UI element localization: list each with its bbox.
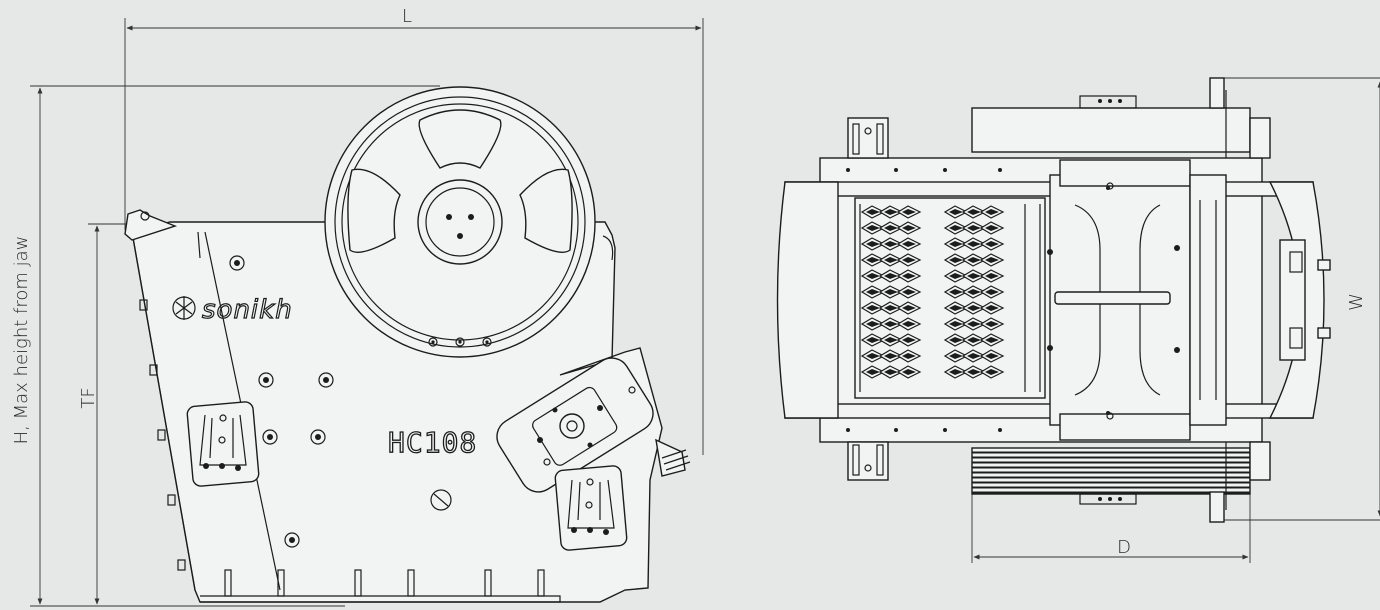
flywheel-top	[971, 107, 1251, 153]
tension-housing	[496, 357, 691, 493]
brand-logo-text: sonikh	[202, 295, 293, 325]
side-view: L H, Max height from jaw TF	[11, 6, 704, 607]
width-label: W	[1346, 293, 1367, 311]
model-number: HC108	[388, 426, 477, 459]
eccentric-shaft	[1047, 159, 1191, 441]
fixed-jaw-teeth	[861, 205, 921, 379]
frame-bolts	[846, 99, 1122, 501]
length-label: L	[402, 6, 412, 27]
feed-height-dimension: TF	[78, 223, 140, 605]
front-ribs	[139, 299, 186, 571]
mount-brackets	[847, 77, 1271, 523]
bottom-feet	[224, 569, 545, 597]
moving-jaw-teeth	[944, 205, 1004, 379]
length-dimension: L	[124, 6, 704, 455]
left-toggle-bracket	[186, 401, 260, 487]
top-view: W D	[776, 77, 1380, 563]
pulley-top	[971, 447, 1251, 495]
height-dimension: H, Max height from jaw	[11, 85, 440, 607]
brand-logo: sonikh	[172, 294, 293, 326]
width-dimension: W	[1222, 77, 1380, 521]
right-toggle-bracket	[554, 465, 628, 551]
feed-height-label: TF	[78, 387, 99, 408]
side-bolts	[229, 255, 452, 548]
height-label: H, Max height from jaw	[11, 236, 32, 445]
depth-label: D	[1117, 537, 1131, 558]
flywheel	[324, 86, 596, 358]
